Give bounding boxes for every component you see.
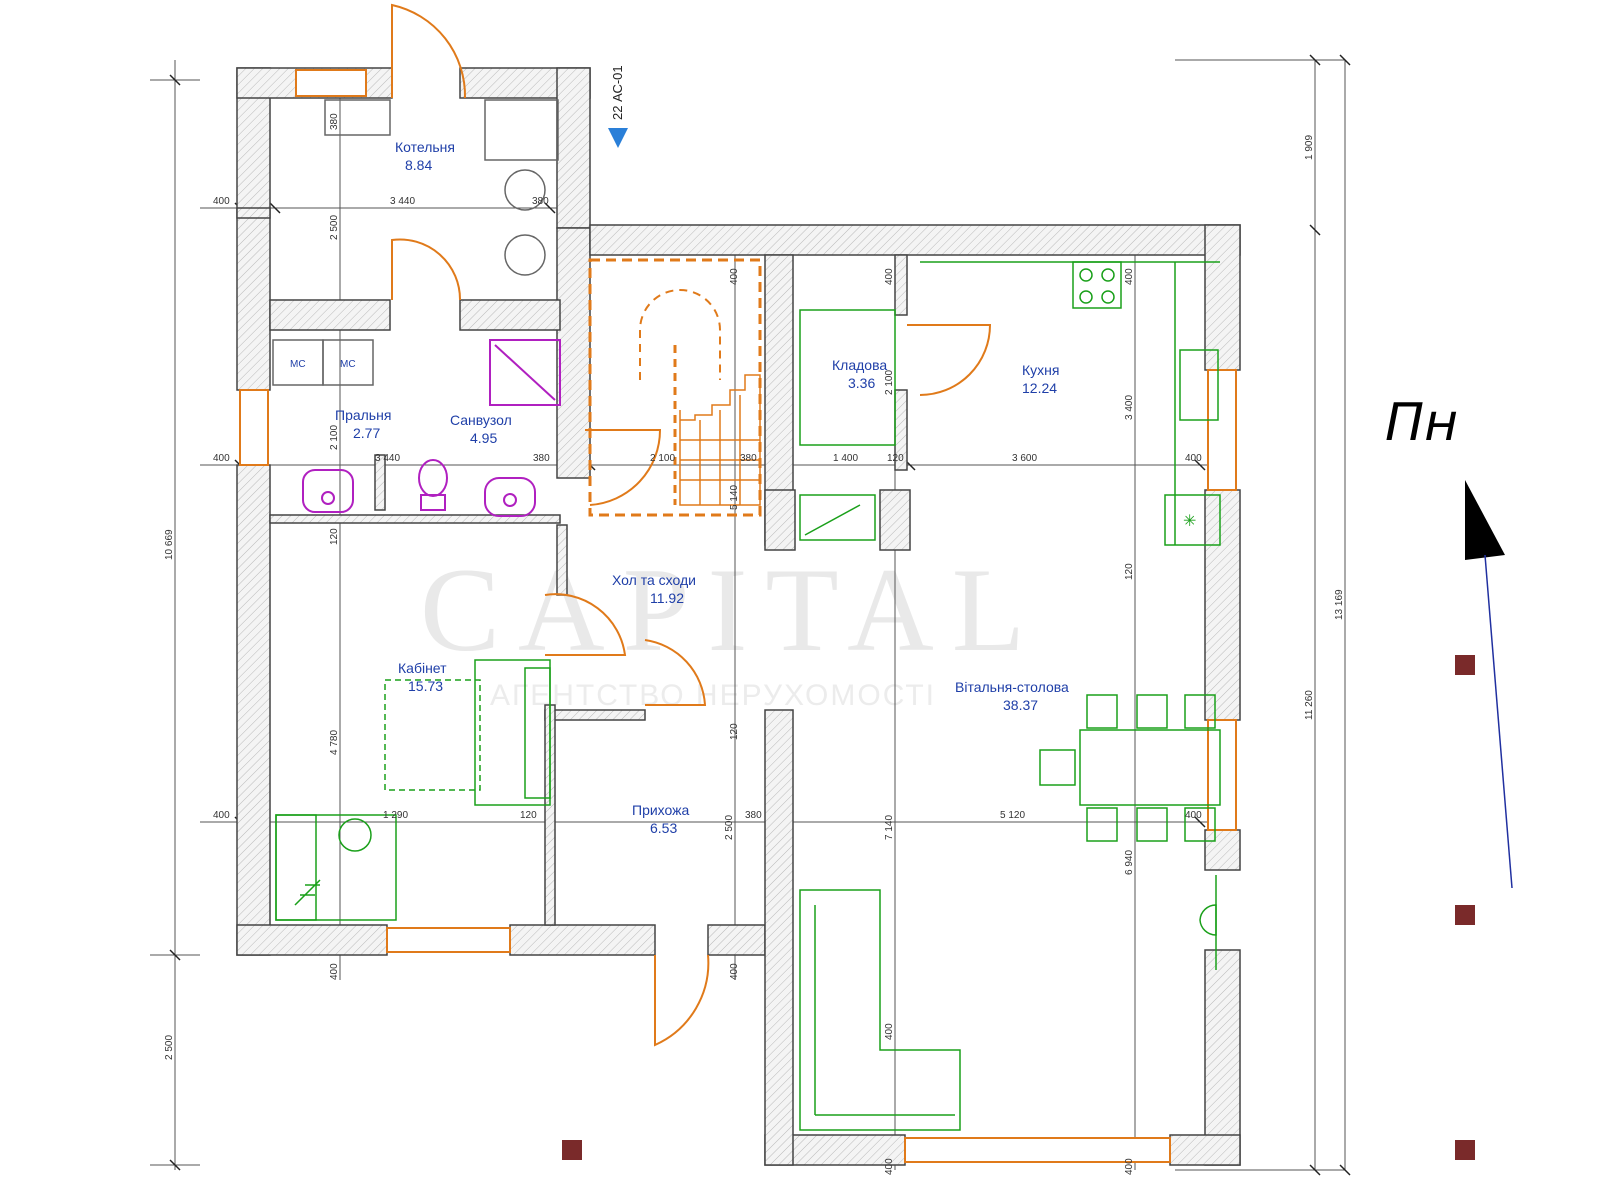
section-marker-triangle — [608, 128, 628, 148]
room-area-pralnia: 2.77 — [353, 425, 380, 441]
mc-labels: МС МС — [290, 359, 356, 370]
dim-label: 1 909 — [1304, 135, 1315, 160]
dim-label: 400 — [1185, 810, 1202, 821]
dim-label: 5 140 — [729, 485, 740, 510]
dim-label: 120 — [520, 810, 537, 821]
dim-label: 3 600 — [1012, 453, 1037, 464]
watermark-sub: АГЕНТСТВО НЕРУХОМОСТІ — [490, 679, 936, 712]
dim-label: 120 — [729, 723, 740, 740]
dim-label: 2 100 — [884, 370, 895, 395]
dim-label: 400 — [329, 963, 340, 980]
staircase — [588, 258, 762, 517]
dim-label: 4 780 — [329, 730, 340, 755]
watermark: CAPITAL АГЕНТСТВО НЕРУХОМОСТІ — [420, 543, 1043, 712]
dim-label: 6 940 — [1124, 850, 1135, 875]
dim-label: 120 — [887, 453, 904, 464]
dim-label: 400 — [884, 268, 895, 285]
room-area-kotelnia: 8.84 — [405, 157, 432, 173]
dim-label: 400 — [1124, 1158, 1135, 1175]
mc-left-label: МС — [290, 359, 306, 370]
dim-label: 400 — [1185, 453, 1202, 464]
mc-right-label: МС — [340, 359, 356, 370]
dim-label: 400 — [213, 453, 230, 464]
room-name-pralnia: Пральня — [335, 407, 391, 423]
dim-label: 400 — [729, 963, 740, 980]
room-labels: Котельня 8.84 Пральня 2.77 Санвузол 4.95… — [335, 139, 1069, 836]
dim-label: 120 — [329, 528, 340, 545]
north-label: Пн — [1385, 393, 1458, 453]
dim-label: 120 — [1124, 563, 1135, 580]
dim-label: 400 — [884, 1023, 895, 1040]
room-area-vitalnia: 38.37 — [1003, 697, 1038, 713]
room-name-kukhnia: Кухня — [1022, 362, 1059, 378]
dim-label: 2 100 — [329, 425, 340, 450]
room-area-hall: 11.92 — [650, 590, 684, 606]
north-axis-line — [1484, 554, 1513, 889]
dim-label: 400 — [1124, 268, 1135, 285]
room-area-kladova: 3.36 — [848, 375, 875, 391]
dim-label: 400 — [213, 810, 230, 821]
dim-label: 400 — [729, 268, 740, 285]
dim-label: 10 669 — [164, 529, 175, 560]
section-marker: 22 АС-01 — [608, 65, 628, 148]
dim-label: 3 400 — [1124, 395, 1135, 420]
room-area-kabinet: 15.73 — [408, 678, 443, 694]
dim-label: 380 — [329, 113, 340, 130]
dim-label: 380 — [533, 453, 550, 464]
dim-label: 2 500 — [164, 1035, 175, 1060]
dim-label: 5 120 — [1000, 810, 1025, 821]
sanitary-fixtures — [302, 339, 561, 517]
dim-label: 2 500 — [329, 215, 340, 240]
watermark-main: CAPITAL — [420, 543, 1043, 676]
furniture: ✳ — [275, 261, 1221, 1131]
dim-label: 400 — [884, 1158, 895, 1175]
room-name-hall: Хол та сходи — [612, 572, 696, 588]
room-name-kladova: Кладова — [832, 357, 887, 373]
dim-label: 1 400 — [833, 453, 858, 464]
dim-label: 11 260 — [1304, 690, 1315, 720]
dimension-labels: 400 3 440 380 2 500 380 400 3 440 380 2 … — [164, 113, 1345, 1175]
doors — [391, 3, 992, 1047]
north-indicator: Пн — [1385, 393, 1513, 889]
room-area-sanvuzol: 4.95 — [470, 430, 497, 446]
room-name-prykhozha: Прихожа — [632, 802, 690, 818]
room-name-kotelnia: Котельня — [395, 139, 455, 155]
room-name-kabinet: Кабінет — [398, 660, 447, 676]
dim-label: 380 — [532, 196, 549, 207]
section-marker-label: 22 АС-01 — [610, 65, 625, 120]
windows — [239, 69, 1237, 1163]
dim-label: 2 100 — [650, 453, 675, 464]
svg-text:✳: ✳ — [1183, 513, 1196, 530]
dim-label: 400 — [213, 196, 230, 207]
dim-label: 380 — [740, 453, 757, 464]
dim-label: 13 169 — [1334, 589, 1345, 620]
dim-label: 3 440 — [390, 196, 415, 207]
walls — [236, 67, 1241, 1166]
dim-label: 380 — [745, 810, 762, 821]
dim-label: 3 440 — [375, 453, 400, 464]
room-area-prykhozha: 6.53 — [650, 820, 677, 836]
dim-label: 2 500 — [724, 815, 735, 840]
room-area-kukhnia: 12.24 — [1022, 380, 1057, 396]
dim-label: 1 290 — [383, 810, 408, 821]
boiler-fixtures — [272, 99, 559, 386]
dim-label: 7 140 — [884, 815, 895, 840]
site-markers — [562, 655, 1475, 1160]
room-name-vitalnia: Вітальня-столова — [955, 679, 1069, 695]
room-name-sanvuzol: Санвузол — [450, 412, 512, 428]
north-arrow-icon — [1465, 480, 1505, 560]
